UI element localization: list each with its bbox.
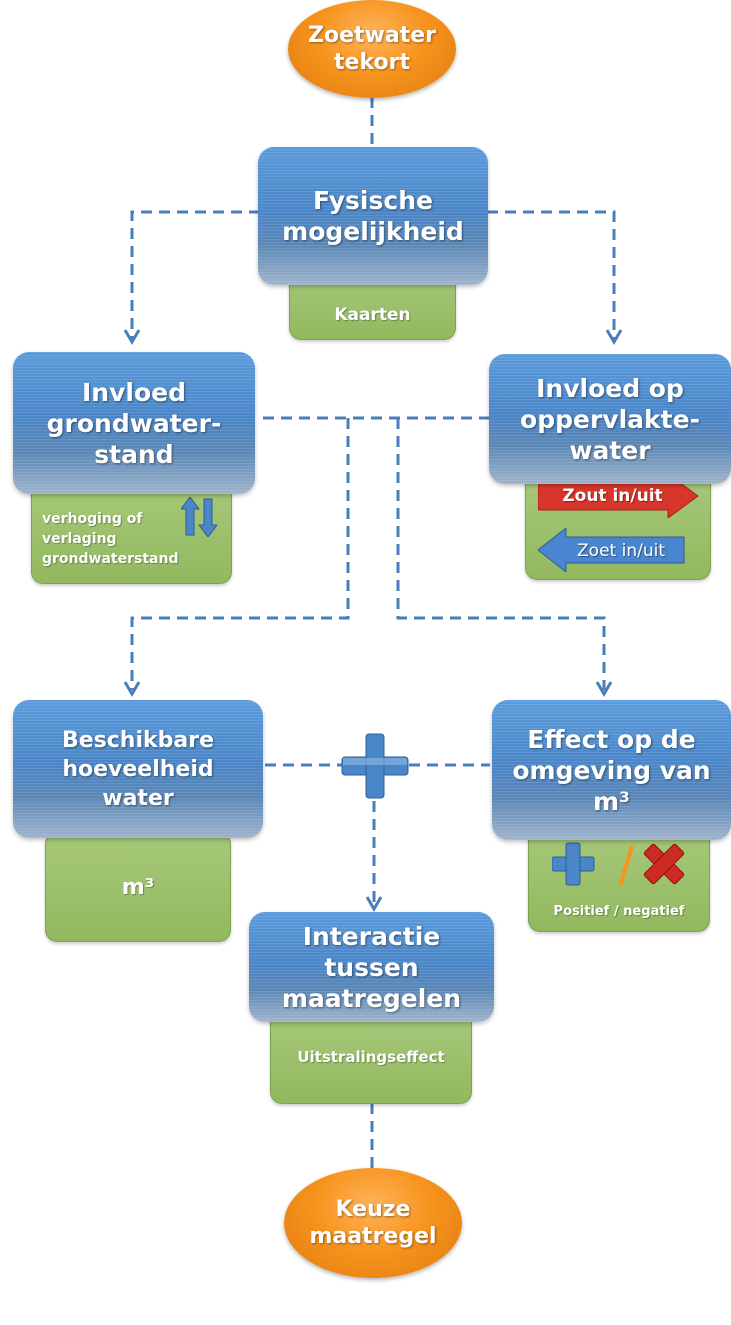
zoet-label: Zoet in/uit (577, 541, 665, 561)
grondwater-line-3: stand (94, 439, 174, 469)
grondwater-line-1: Invloed (81, 377, 186, 407)
interactie-line-2: tussen (324, 952, 419, 982)
plus-icon (341, 733, 409, 799)
m3-box: m³ (45, 832, 231, 942)
interactie-line-3: maatregelen (281, 983, 462, 1013)
oppervlakte-line-2: oppervlakte- (520, 404, 700, 434)
cross-icon (643, 843, 685, 885)
beschikbaar-box: Beschikbare hoeveelheid water (13, 700, 263, 838)
beschikbaar-line-3: water (102, 785, 174, 811)
connector-fysisch-grondwater (130, 210, 260, 340)
slash-icon (618, 845, 634, 887)
uitstraling-box: Uitstralingseffect (270, 1010, 472, 1104)
fysisch-line-1: Fysische (313, 186, 433, 215)
up-down-arrows-icon (181, 497, 217, 537)
grondwater-line-2: grondwater- (46, 408, 222, 438)
connector-to-effect (396, 418, 606, 690)
arrowhead-effect (595, 681, 613, 697)
effect-icons (552, 842, 685, 887)
effect-line-3: m³ (593, 786, 630, 816)
zout-label: Zout in/uit (562, 486, 663, 506)
arrowhead-grondwater (123, 329, 141, 345)
oppervlakte-line-3: water (569, 435, 651, 465)
arrowhead-interactie (365, 896, 383, 912)
m3-label: m³ (121, 874, 155, 900)
end-line-2: maatregel (309, 1224, 437, 1249)
connector-to-beschikbaar (130, 418, 350, 690)
uitstraling-label: Uitstralingseffect (297, 1048, 445, 1066)
grondwater-note-box: verhoging of verlaging grondwaterstand (31, 480, 232, 584)
fysisch-line-2: mogelijkheid (282, 217, 464, 246)
start-line-1: Zoetwater (308, 23, 436, 48)
arrowhead-beschikbaar (123, 681, 141, 697)
effect-line-2: omgeving van (512, 755, 711, 785)
gw-note-line-2: verlaging (42, 531, 117, 547)
end-line-1: Keuze (335, 1197, 411, 1222)
beschikbaar-line-2: hoeveelheid (62, 756, 214, 782)
effect-note-label: Positief / negatief (553, 904, 685, 919)
plus-icon (552, 842, 595, 886)
gw-note-line-3: grondwaterstand (42, 551, 179, 567)
kaarten-label: Kaarten (334, 305, 411, 325)
arrowhead-oppervlakte (605, 329, 623, 345)
connector-fysisch-oppervlakte (487, 210, 616, 340)
interactie-line-1: Interactie (302, 921, 441, 951)
beschikbaar-line-1: Beschikbare (61, 727, 215, 753)
effect-line-1: Effect op de (527, 724, 696, 754)
oppervlakte-line-1: Invloed op (536, 373, 684, 403)
gw-note-line-1: verhoging of (42, 511, 143, 527)
zoet-arrow-left-icon (538, 528, 685, 572)
start-line-2: tekort (334, 50, 410, 75)
